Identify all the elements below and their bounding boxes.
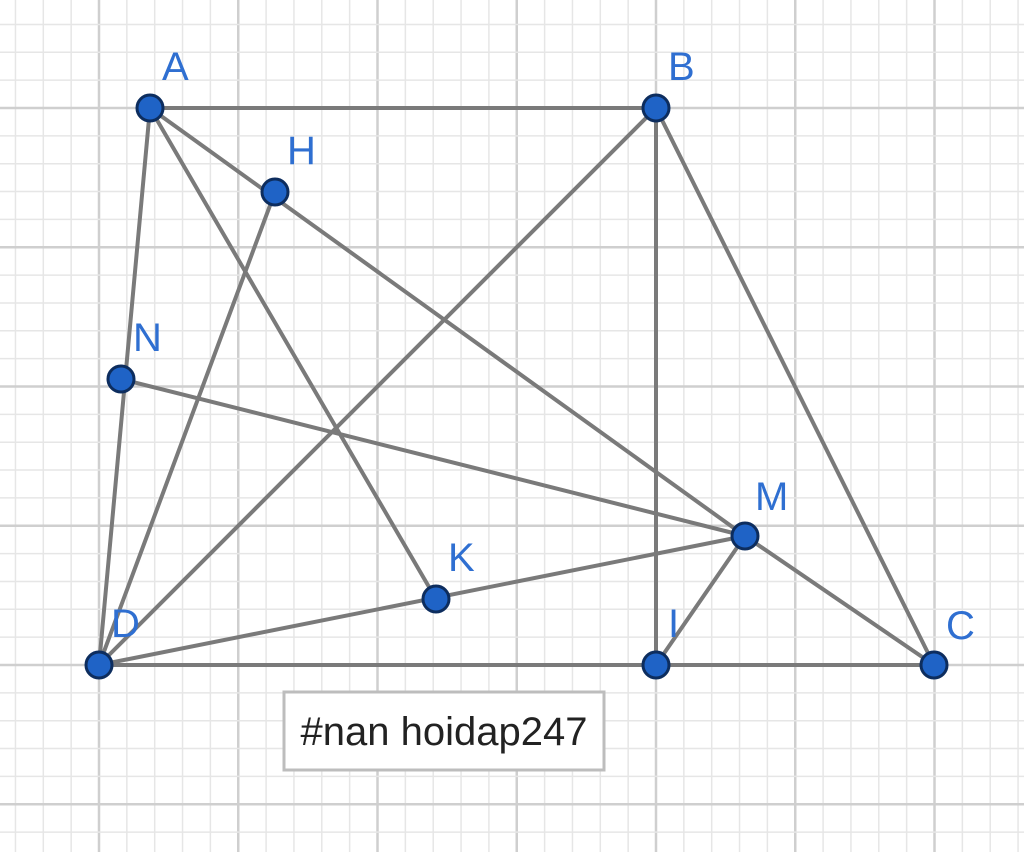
segment-layer	[97, 106, 936, 667]
watermark-frame	[282, 690, 606, 772]
point-label-M: M	[755, 475, 788, 519]
point-C[interactable]	[919, 650, 949, 680]
segment-BD	[97, 106, 658, 667]
point-layer	[84, 93, 949, 680]
segment-AM	[148, 106, 747, 538]
segment-NM	[119, 377, 747, 538]
point-B[interactable]	[641, 93, 671, 123]
point-label-C: C	[946, 604, 975, 648]
segment-HD	[97, 190, 277, 667]
segment-MI	[654, 534, 747, 667]
point-H[interactable]	[260, 177, 290, 207]
point-label-N: N	[133, 316, 162, 360]
point-I[interactable]	[641, 650, 671, 680]
watermark-box: #nan hoidap247	[282, 690, 606, 772]
watermark-text: #nan hoidap247	[301, 710, 588, 754]
segment-BC	[654, 106, 936, 667]
point-N[interactable]	[106, 364, 136, 394]
point-label-A: A	[162, 45, 189, 89]
point-label-D: D	[111, 602, 140, 646]
segment-AK	[148, 106, 438, 601]
point-D[interactable]	[84, 650, 114, 680]
label-layer: A B H N M K D I C	[111, 45, 975, 648]
point-M[interactable]	[730, 521, 760, 551]
point-A[interactable]	[135, 93, 165, 123]
point-label-B: B	[668, 45, 695, 89]
point-label-H: H	[287, 129, 316, 173]
point-K[interactable]	[421, 584, 451, 614]
point-label-K: K	[448, 536, 475, 580]
segment-MC	[743, 534, 936, 667]
point-label-I: I	[668, 602, 679, 646]
